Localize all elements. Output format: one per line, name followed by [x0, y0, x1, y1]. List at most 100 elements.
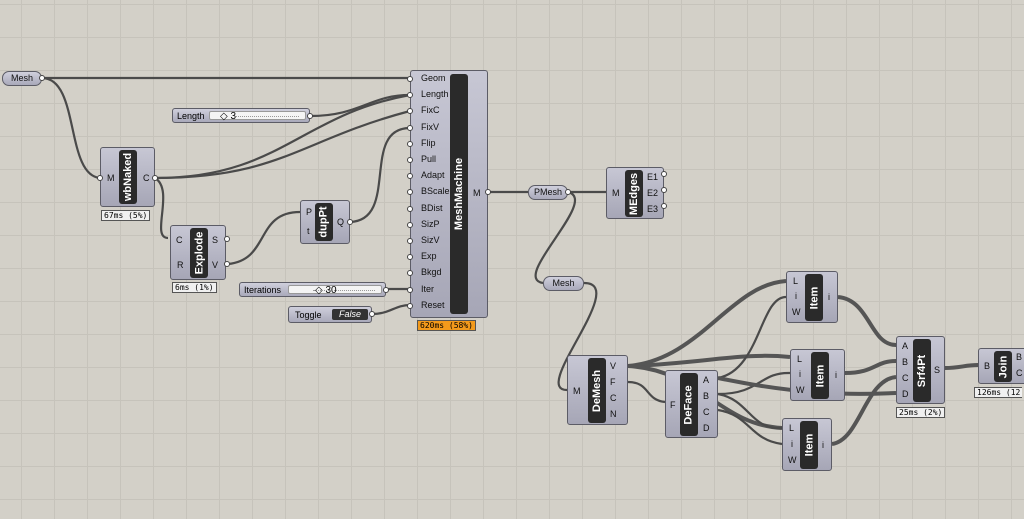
slider-rail[interactable]: ◇ 3: [209, 111, 306, 122]
profiler-timer: 126ms (12: [974, 387, 1023, 398]
toggle-label: Toggle: [295, 310, 322, 320]
output-port: E2: [647, 188, 659, 198]
input-port: Adapt: [421, 170, 445, 181]
input-port: Geom: [421, 73, 446, 83]
explode-component[interactable]: C R Explode S V: [170, 225, 226, 280]
output-port: C: [1016, 368, 1023, 378]
wire: [371, 303, 411, 316]
wire: [154, 109, 411, 180]
output-port: M: [473, 188, 481, 198]
output-grip[interactable]: [485, 189, 491, 195]
input-port: M: [573, 386, 581, 396]
wire: [627, 279, 787, 368]
output-port: V: [610, 361, 617, 371]
pmesh-param[interactable]: PMesh: [528, 185, 568, 200]
demesh-component[interactable]: M DeMesh V F C N: [567, 355, 628, 425]
input-grip[interactable]: [407, 124, 413, 131]
wire: [349, 126, 411, 224]
input-grip[interactable]: [407, 76, 413, 82]
output-grip[interactable]: [224, 261, 230, 267]
toggle-value[interactable]: False: [332, 309, 368, 320]
input-grip[interactable]: [407, 92, 413, 99]
output-port: C: [610, 393, 617, 403]
input-port: t: [307, 226, 310, 236]
slider-rail[interactable]: ◇ 30: [288, 285, 382, 296]
output-port: i: [835, 370, 837, 380]
input-port: Reset: [421, 299, 445, 310]
component-title: wbNaked: [119, 150, 137, 204]
input-grip[interactable]: [407, 254, 413, 261]
input-port: M: [612, 188, 620, 198]
wire: [534, 190, 577, 285]
wire: [717, 392, 783, 430]
output-grip[interactable]: [307, 113, 313, 119]
output-port: A: [703, 375, 710, 385]
input-grip[interactable]: [407, 189, 413, 196]
output-port: C: [143, 173, 150, 183]
output-grip[interactable]: [39, 75, 45, 81]
profiler-timer: 6ms (1%): [172, 282, 217, 293]
input-port: Flip: [421, 137, 436, 148]
output-port: N: [610, 409, 617, 419]
duppt-component[interactable]: P t dupPt Q: [300, 200, 350, 244]
input-grip[interactable]: [407, 286, 413, 293]
input-grip[interactable]: [407, 173, 413, 180]
wire: [227, 210, 301, 266]
component-title: Item: [800, 421, 818, 469]
output-port: i: [828, 292, 830, 302]
output-grip[interactable]: [661, 187, 667, 193]
input-grip[interactable]: [407, 270, 413, 277]
input-port: BScale: [421, 186, 450, 197]
input-port: A: [902, 341, 909, 351]
output-grip[interactable]: [661, 203, 667, 209]
input-grip[interactable]: [407, 108, 413, 115]
output-port: E3: [647, 204, 659, 214]
input-grip[interactable]: [97, 175, 103, 181]
input-grip[interactable]: [407, 238, 413, 244]
output-port: B: [1016, 352, 1023, 362]
boolean-toggle[interactable]: Toggle False: [288, 306, 372, 323]
mesh-param[interactable]: Mesh: [2, 71, 42, 86]
input-port: i: [795, 291, 797, 301]
wire: [831, 375, 897, 446]
input-port: BDist: [421, 202, 443, 213]
wire: [41, 76, 101, 180]
input-port: Exp: [421, 251, 437, 262]
wire: [557, 281, 598, 392]
component-title: Item: [811, 352, 829, 399]
input-grip[interactable]: [407, 140, 413, 147]
input-port: L: [797, 354, 803, 364]
wire: [627, 353, 791, 368]
input-port: Bkgd: [421, 267, 442, 278]
input-grip[interactable]: [407, 302, 413, 309]
deface-component[interactable]: F DeFace A B C D: [665, 370, 718, 438]
output-port: S: [934, 365, 941, 375]
mesh-param[interactable]: Mesh: [543, 276, 584, 291]
length-slider[interactable]: Length ◇ 3: [172, 108, 310, 123]
join-component[interactable]: B Join B C: [978, 348, 1024, 384]
input-port: i: [799, 369, 801, 379]
output-grip[interactable]: [565, 189, 571, 195]
output-grip[interactable]: [369, 311, 375, 317]
input-grip[interactable]: [407, 221, 413, 228]
input-grip[interactable]: [407, 157, 413, 163]
input-port: FixV: [421, 121, 439, 132]
wbnaked-component[interactable]: M wbNaked C: [100, 147, 155, 207]
list-item-component[interactable]: L i W Item i: [782, 418, 832, 471]
list-item-component[interactable]: L i W Item i: [790, 349, 845, 401]
profiler-timer: 620ms (58%): [417, 320, 476, 331]
input-grip[interactable]: [407, 205, 413, 212]
output-grip[interactable]: [152, 175, 158, 181]
srf4pt-component[interactable]: A B C D Srf4Pt S: [896, 336, 945, 404]
list-item-component[interactable]: L i W Item i: [786, 271, 838, 323]
output-grip[interactable]: [224, 236, 230, 242]
output-grip[interactable]: [661, 171, 667, 177]
output-grip[interactable]: [383, 287, 389, 293]
wire: [627, 380, 666, 404]
component-title: MEdges: [625, 170, 643, 217]
output-grip[interactable]: [347, 219, 353, 225]
iterations-slider[interactable]: Iterations ◇ 30: [239, 282, 386, 297]
medges-component[interactable]: M MEdges E1 E2 E3: [606, 167, 664, 219]
